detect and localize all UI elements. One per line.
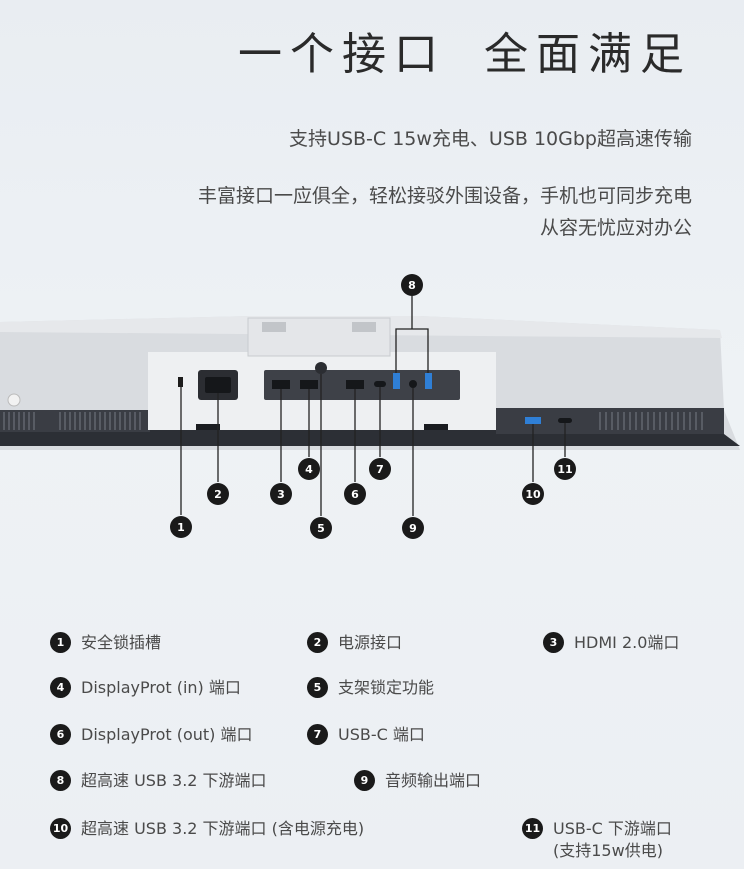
legend-item-3: 3 HDMI 2.0端口 [543,632,679,654]
legend-label-11-line1: USB-C 下游端口 [553,819,672,838]
svg-text:9: 9 [409,522,417,535]
svg-text:2: 2 [214,488,222,501]
svg-text:6: 6 [351,488,359,501]
svg-text:1: 1 [177,521,185,534]
legend-badge-2: 2 [307,632,328,653]
legend-label-5: 支架锁定功能 [338,678,435,697]
hdmi-port [272,380,290,389]
legend-label-1: 安全锁插槽 [81,633,162,652]
legend-badge-3: 3 [543,632,564,653]
diagram-badge-1: 1 [170,516,192,538]
diagram-badge-3: 3 [270,483,292,505]
legend-item-1: 1 安全锁插槽 [50,632,161,654]
legend-badge-8: 8 [50,770,71,791]
dp-in-port [300,380,318,389]
diagram-badge-8: 8 [401,274,423,296]
svg-text:3: 3 [277,488,285,501]
legend-badge-11: 11 [522,818,543,839]
legend-badge-9: 9 [354,770,375,791]
legend-item-5: 5 支架锁定功能 [307,677,434,699]
legend-label-3: HDMI 2.0端口 [574,633,680,652]
legend-item-11: 11 USB-C 下游端口 (支持15w供电) [522,818,672,862]
feature-subline: 支持USB-C 15w充电、USB 10Gbp超高速传输 [289,128,692,150]
diagram-badge-11: 11 [554,458,576,480]
logo-icon [7,393,21,407]
diagram-badge-9: 9 [402,517,424,539]
legend-label-6: DisplayProt (out) 端口 [81,725,253,744]
legend-badge-10: 10 [50,818,71,839]
legend-item-4: 4 DisplayProt (in) 端口 [50,677,241,699]
feature-description: 丰富接口一应俱全，轻松接驳外围设备，手机也可同步充电 从容无忧应对办公 [198,180,692,244]
description-line-1: 丰富接口一应俱全，轻松接驳外围设备，手机也可同步充电 [197,185,692,207]
legend-item-10: 10 超高速 USB 3.2 下游端口 (含电源充电) [50,818,364,840]
usb-a-port-1 [393,373,400,389]
diagram-badge-10: 10 [522,483,544,505]
monitor-port-diagram: 8 7 4 11 2 3 6 10 1 5 9 [0,274,740,539]
legend-item-2: 2 电源接口 [307,632,402,654]
left-vent-grille [0,410,150,432]
legend-badge-6: 6 [50,724,71,745]
legend-badge-7: 7 [307,724,328,745]
usb-a-port-2 [425,373,432,389]
svg-text:5: 5 [317,522,325,535]
legend-label-7: USB-C 端口 [338,725,425,744]
page-headline: 一个接口全面满足 [238,18,692,82]
legend-badge-5: 5 [307,677,328,698]
legend-item-9: 9 音频输出端口 [354,770,481,792]
legend-label-9: 音频输出端口 [385,771,482,790]
security-lock-slot [178,377,183,387]
side-usb-c-port [558,418,572,423]
headline-part2: 全面满足 [484,29,692,80]
legend-badge-4: 4 [50,677,71,698]
dp-out-port [346,380,364,389]
headline-part1: 一个接口 [238,29,446,80]
diagram-badge-7: 7 [369,458,391,480]
legend-label-11: USB-C 下游端口 (支持15w供电) [553,818,672,862]
legend-label-4: DisplayProt (in) 端口 [81,678,241,697]
leader-lines [180,296,566,516]
legend-label-11-line2: (支持15w供电) [553,841,663,860]
diagram-badge-2: 2 [207,483,229,505]
legend-item-6: 6 DisplayProt (out) 端口 [50,724,253,746]
description-line-2: 从容无忧应对办公 [539,217,692,239]
legend-badge-1: 1 [50,632,71,653]
usb-c-port [374,381,386,387]
legend-item-7: 7 USB-C 端口 [307,724,425,746]
legend-label-2: 电源接口 [338,633,403,652]
svg-text:10: 10 [525,488,541,501]
svg-text:8: 8 [408,279,416,292]
monitor-bottom-bezel [0,428,740,446]
diagram-badge-6: 6 [344,483,366,505]
stand-lock-knob [315,362,327,374]
diagram-badge-4: 4 [298,458,320,480]
diagram-badge-5: 5 [310,517,332,539]
legend-label-10: 超高速 USB 3.2 下游端口 (含电源充电) [81,819,365,838]
legend-item-8: 8 超高速 USB 3.2 下游端口 [50,770,267,792]
audio-port [409,380,417,388]
side-usb-a-port [525,417,541,424]
legend-label-8: 超高速 USB 3.2 下游端口 [81,771,267,790]
svg-text:11: 11 [557,463,572,476]
svg-text:4: 4 [305,463,313,476]
svg-text:7: 7 [376,463,384,476]
